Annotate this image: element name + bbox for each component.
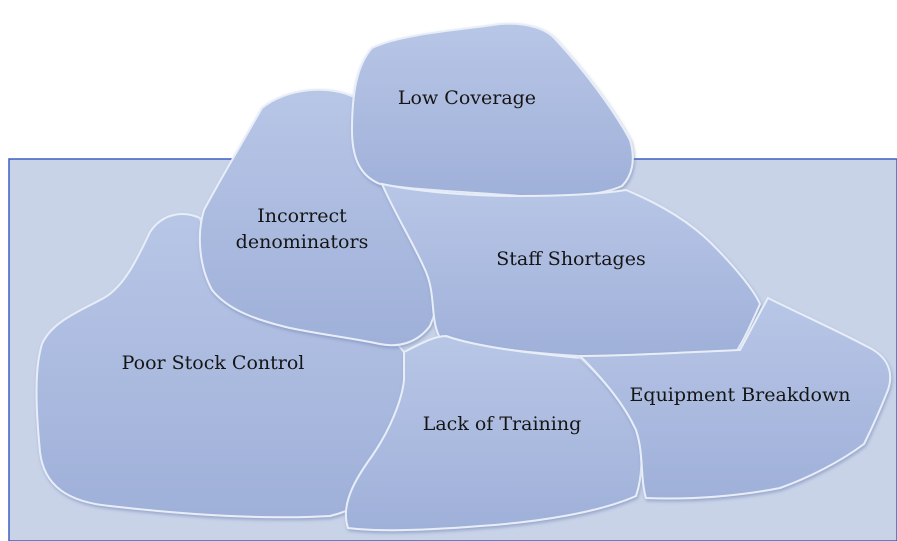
rock-lack-of-training <box>344 334 643 532</box>
label-low-coverage: Low Coverage <box>398 87 536 109</box>
label-incorrect-denominators-line2: denominators <box>236 231 369 253</box>
rock-equipment-breakdown <box>577 296 892 500</box>
label-lack-of-training: Lack of Training <box>423 413 582 435</box>
rock-low-coverage <box>350 22 634 198</box>
rock-staff-shortages <box>380 182 762 360</box>
label-poor-stock-control: Poor Stock Control <box>122 352 305 374</box>
label-staff-shortages: Staff Shortages <box>496 248 645 270</box>
label-equipment-breakdown: Equipment Breakdown <box>630 384 851 406</box>
label-incorrect-denominators-line1: Incorrect <box>257 205 347 227</box>
